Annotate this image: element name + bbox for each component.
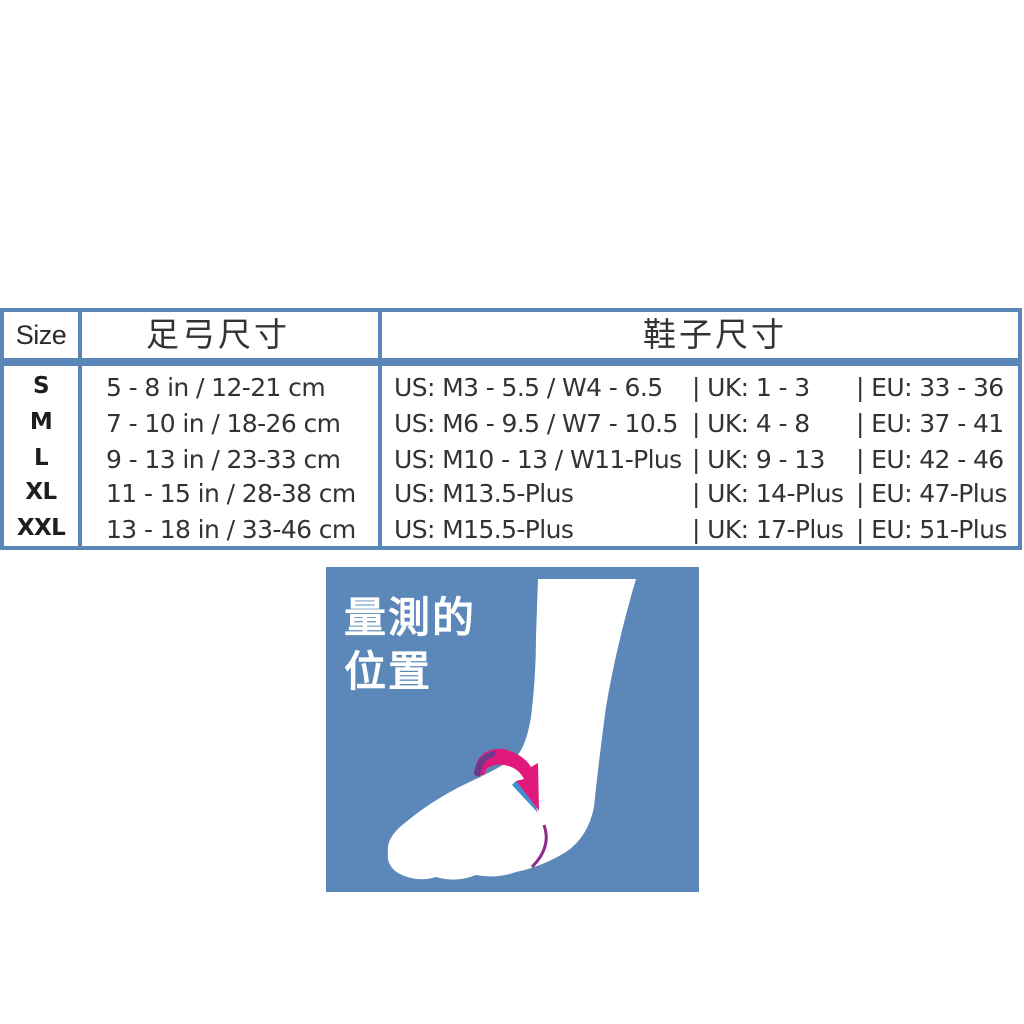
header-arch-cell: 足弓尺寸 (82, 312, 378, 358)
us-size: US: M10 - 13 / W11-Plus (394, 445, 682, 474)
foot-measurement-icon (387, 579, 636, 880)
measurement-illustration: 量測的 位置 (326, 567, 699, 892)
shoe-row: US: M10 - 13 / W11-Plus | UK: 9 - 13 | E… (382, 442, 1018, 478)
header-shoe-label: 鞋子尺寸 (643, 315, 787, 354)
uk-size: | UK: 17-Plus (692, 515, 844, 544)
arch-value: 9 - 13 in / 23-33 cm (106, 445, 341, 474)
eu-size: | EU: 33 - 36 (856, 373, 1004, 402)
illustration-title: 量測的 位置 (344, 591, 476, 699)
measurement-arrow (474, 748, 539, 811)
eu-size: | EU: 47-Plus (856, 479, 1007, 508)
arch-value: 11 - 15 in / 28-38 cm (106, 479, 356, 508)
title-line-2: 位置 (344, 647, 433, 696)
eu-size: | EU: 37 - 41 (856, 409, 1004, 438)
uk-size: | UK: 9 - 13 (692, 445, 825, 474)
size-label-xxl: XXL (16, 515, 66, 541)
shoe-row: US: M13.5-Plus | UK: 14-Plus | EU: 47-Pl… (382, 476, 1018, 512)
us-size: US: M6 - 9.5 / W7 - 10.5 (394, 409, 678, 438)
size-label-m: M (29, 409, 53, 435)
size-column: S M L XL XXL (4, 366, 78, 546)
shoe-row: US: M15.5-Plus | UK: 17-Plus | EU: 51-Pl… (382, 512, 1018, 548)
shoe-column: US: M3 - 5.5 / W4 - 6.5 | UK: 1 - 3 | EU… (382, 366, 1018, 546)
uk-size: | UK: 14-Plus (692, 479, 844, 508)
shoe-row: US: M3 - 5.5 / W4 - 6.5 | UK: 1 - 3 | EU… (382, 370, 1018, 406)
uk-size: | UK: 1 - 3 (692, 373, 810, 402)
us-size: US: M3 - 5.5 / W4 - 6.5 (394, 373, 663, 402)
arch-value: 5 - 8 in / 12-21 cm (106, 373, 326, 402)
shoe-row: US: M6 - 9.5 / W7 - 10.5 | UK: 4 - 8 | E… (382, 406, 1018, 442)
size-chart-table: Size 足弓尺寸 鞋子尺寸 S M L XL XXL 5 - 8 in / 1… (0, 308, 1022, 550)
header-size-label: Size (15, 320, 67, 350)
size-label-s: S (33, 373, 50, 399)
eu-size: | EU: 51-Plus (856, 515, 1007, 544)
title-line-1: 量測的 (344, 593, 477, 642)
measurement-arc (530, 824, 548, 869)
arch-value: 7 - 10 in / 18-26 cm (106, 409, 341, 438)
header-size-cell: Size (4, 312, 78, 358)
uk-size: | UK: 4 - 8 (692, 409, 810, 438)
us-size: US: M13.5-Plus (394, 479, 574, 508)
eu-size: | EU: 42 - 46 (856, 445, 1004, 474)
foot-silhouette (387, 579, 636, 880)
arrow-edge (512, 781, 538, 813)
size-label-xl: XL (25, 479, 57, 505)
arrow-shadow (474, 751, 496, 777)
us-size: US: M15.5-Plus (394, 515, 574, 544)
arch-column: 5 - 8 in / 12-21 cm 7 - 10 in / 18-26 cm… (82, 366, 378, 546)
size-label-l: L (33, 445, 49, 471)
header-arch-label: 足弓尺寸 (146, 315, 290, 354)
header-shoe-cell: 鞋子尺寸 (382, 312, 1018, 358)
arch-value: 13 - 18 in / 33-46 cm (106, 515, 356, 544)
